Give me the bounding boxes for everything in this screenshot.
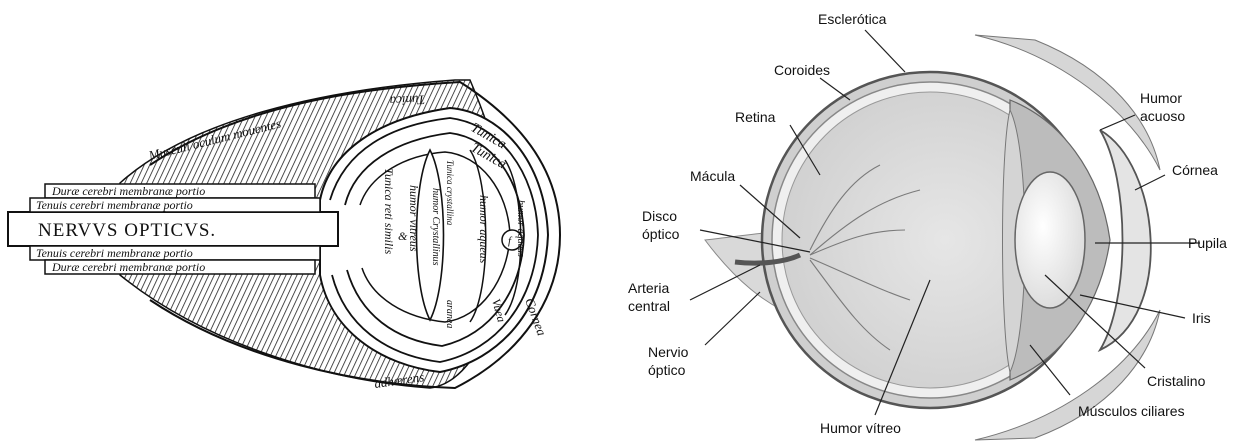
modern-eye-diagram: Esclerótica Coroides Retina Mácula Disco… [628,11,1227,440]
dura-upper-text: Duræ cerebri membranæ portio [51,184,205,198]
label-pupila: Pupila [1188,235,1227,251]
humor-amp-text: & [398,229,408,243]
tunica-crystallina-text: Tunica crystallina [445,160,455,226]
aranea-text: aranea [444,300,455,328]
humor-aqueus-2-text: humor aqueus [515,200,526,257]
label-disco-line1: Disco [642,208,677,224]
label-humor-acuoso-line2: acuoso [1140,108,1185,124]
label-iris: Iris [1192,310,1211,326]
label-nervio-line1: Nervio [648,344,689,360]
label-cornea: Córnea [1172,162,1218,178]
label-cristalino: Cristalino [1147,373,1206,389]
tenuis-lower-text: Tenuis cerebri membranæ portio [36,246,193,260]
label-macula: Mácula [690,168,735,184]
label-disco-line2: óptico [642,226,680,242]
label-humor-acuoso-line1: Humor [1140,90,1182,106]
label-arteria-line2: central [628,298,670,314]
label-nervio-line2: óptico [648,362,686,378]
dura-lower-text: Duræ cerebri membranæ portio [51,260,205,274]
label-coroides: Coroides [774,62,830,78]
tunica-top-text: Tunica [389,92,425,108]
nerve-title: NERVVS OPTICVS. [38,220,216,241]
lens [1015,172,1085,308]
tunica-reti-text: Tunica reti similis [382,168,396,255]
historical-eye-diagram: NERVVS OPTICVS. Duræ cerebri membranæ po… [8,80,560,391]
label-esclerotica: Esclerótica [818,11,887,27]
humor-aqueus-text: humor aqueus [477,195,491,264]
label-musculos-ciliares: Músculos ciliares [1078,403,1185,419]
humor-vitreus-text: humor vitreus [407,185,421,252]
label-retina: Retina [735,109,776,125]
tenuis-upper-text: Tenuis cerebri membranæ portio [36,198,193,212]
humor-cryst-text: humor Crystallinus [430,188,441,266]
label-humor-vitreo: Humor vítreo [820,420,901,436]
label-arteria-line1: Arteria [628,280,669,296]
